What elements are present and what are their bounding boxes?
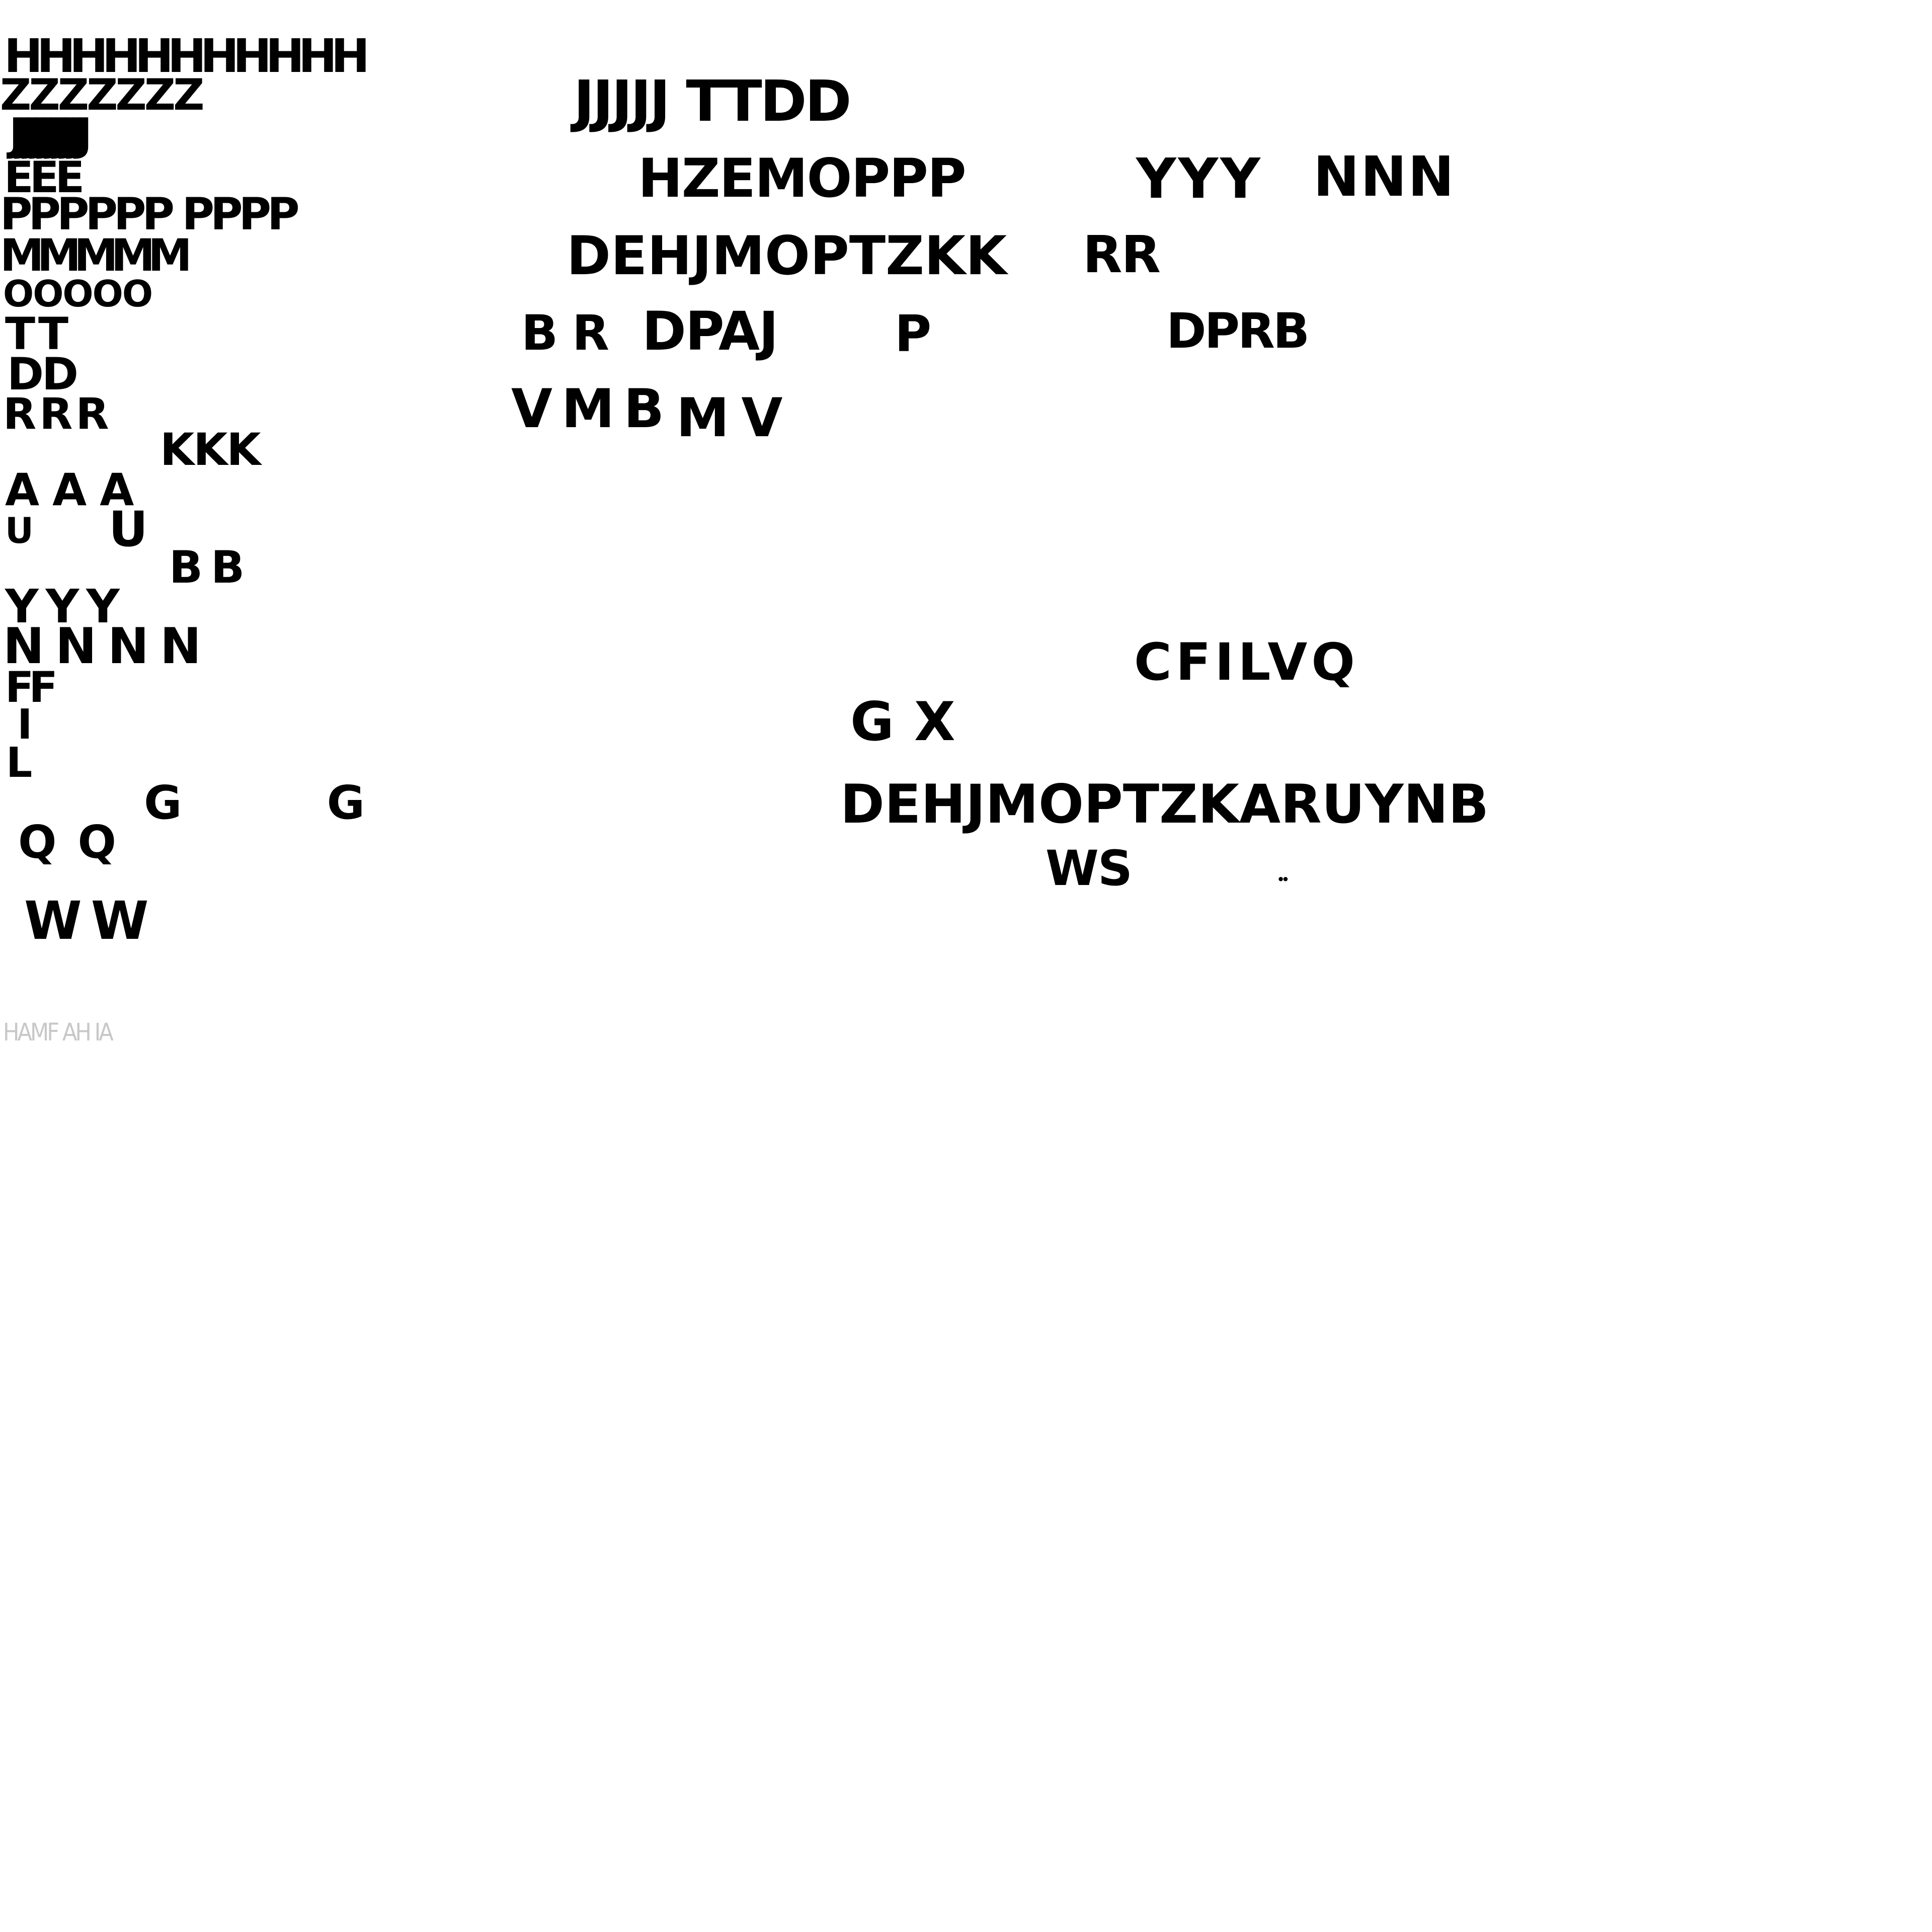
glyph-run-single-p: P bbox=[895, 304, 932, 363]
glyph-run-ws-row: WS bbox=[1045, 840, 1133, 897]
glyph-run-dpaj-row: DPAJ bbox=[642, 300, 778, 362]
glyph-run-cfilvq-row: CFILVQ bbox=[1134, 632, 1359, 692]
glyph-run-left-n-row: NNNN bbox=[3, 618, 213, 675]
glyph-run-vmb-row: VMB bbox=[511, 378, 674, 440]
glyph-run-left-a-row: AAA bbox=[5, 464, 147, 516]
glyph-run-left-h-row: HHHHHHHHHHH bbox=[4, 29, 370, 83]
glyph-run-left-e-row: EEE bbox=[4, 152, 85, 203]
glyph-run-faint-footer: HAMF AH IA bbox=[3, 1018, 114, 1046]
glyph-run-left-q-row: QQ bbox=[18, 816, 138, 869]
glyph-run-br-row: BR bbox=[521, 305, 624, 361]
glyph-run-left-g-row: G G bbox=[144, 776, 389, 830]
glyph-run-left-k-row: KKK bbox=[160, 424, 261, 475]
glyph-run-tiny-mark: •• bbox=[1277, 872, 1290, 887]
glyph-run-left-b-row: BB bbox=[169, 541, 253, 593]
glyph-run-left-p-row: PPPPPP PPPP bbox=[0, 188, 300, 240]
glyph-run-nnn-row: NNN bbox=[1313, 144, 1456, 209]
glyph-run-left-o-row: OOOOO bbox=[3, 273, 153, 315]
glyph-run-top-j-t-d-row: JJJJJ TTDD bbox=[574, 69, 852, 134]
glyph-run-dehjmoptzkk-row: DEHJMOPTZKK bbox=[567, 225, 1007, 287]
glyph-run-full-alphabet-row: DEHJMOPTZKARUYNB bbox=[840, 773, 1489, 835]
glyph-run-left-j-row: JJJJJJJJJJ bbox=[9, 109, 92, 160]
glyph-run-left-f-row: FF bbox=[5, 663, 58, 712]
glyph-run-yyy-row: YYY bbox=[1136, 146, 1262, 211]
glyph-run-left-y-row: YYY bbox=[5, 580, 127, 633]
glyph-run-left-t-row: TT bbox=[5, 308, 71, 360]
glyph-run-left-m-row: MMMMM bbox=[0, 229, 192, 281]
glyph-run-left-u-small: U bbox=[5, 510, 34, 551]
glyph-run-left-d-row: DD bbox=[7, 348, 78, 400]
glyph-run-left-l: L bbox=[6, 739, 33, 787]
glyph-run-dprb-row: DPRB bbox=[1166, 303, 1310, 359]
glyph-run-left-u-large: U bbox=[109, 501, 148, 557]
glyph-run-rr-row: RR bbox=[1083, 225, 1161, 285]
glyph-run-left-r-row: RRR bbox=[3, 389, 112, 439]
glyph-run-hzemoppp-row: HZEMOPPP bbox=[638, 147, 967, 209]
glyph-run-mv-row: MV bbox=[676, 387, 795, 449]
glyph-run-gx-row: GX bbox=[850, 691, 976, 753]
glyph-run-left-z-row: ZZZZZZZ bbox=[0, 70, 205, 120]
glyph-run-left-i: I bbox=[17, 701, 33, 749]
glyph-run-left-w-row: WW bbox=[24, 890, 158, 951]
